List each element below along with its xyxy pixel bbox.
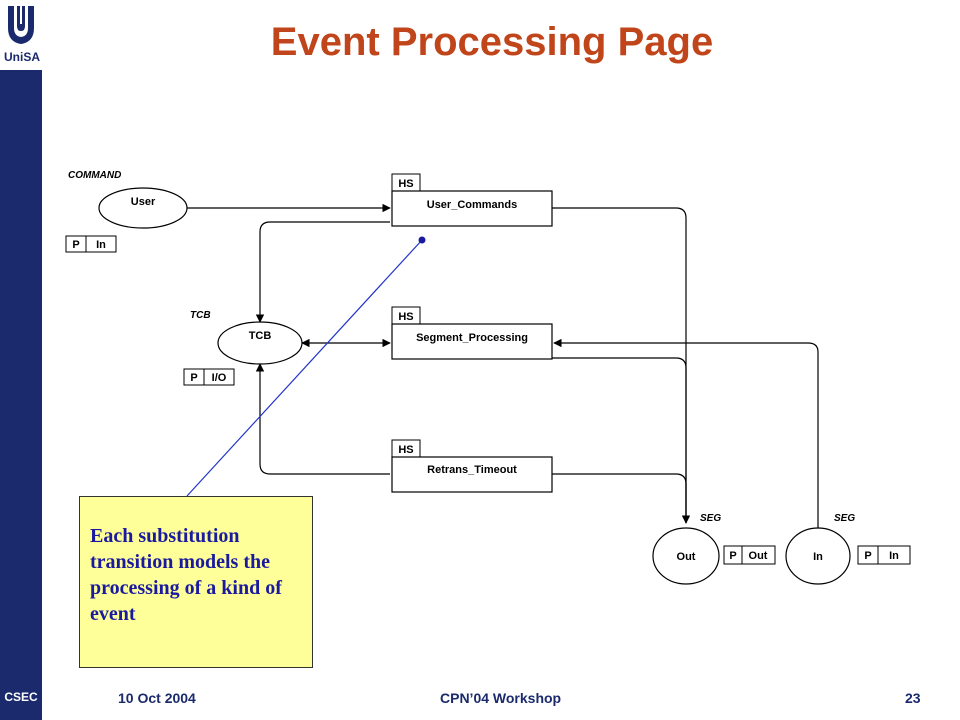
place-tcb-name: TCB [249, 330, 272, 342]
place-in-port-type: In [889, 550, 899, 562]
arcs [186, 203, 819, 530]
transition-retrans-timeout-name: Retrans_Timeout [427, 464, 517, 476]
page-title: Event Processing Page [270, 20, 714, 64]
place-out: SEG Out P Out [652, 513, 776, 585]
transition-user-commands-tag: HS [398, 178, 413, 190]
footer-date: 10 Oct 2004 [118, 690, 196, 706]
place-in-name: In [813, 551, 823, 563]
place-tcb-colour-set: TCB [190, 310, 211, 321]
place-in-colour-set: SEG [834, 513, 855, 524]
transition-segment-processing-tag: HS [398, 311, 413, 323]
arc-tcb-to-retrans-timeout [552, 207, 691, 524]
callout-box: Each substitution transition models the … [79, 496, 313, 668]
place-out-port-kind: P [729, 550, 736, 562]
logo-text: UniSA [4, 50, 40, 64]
place-out-colour-set: SEG [700, 513, 721, 524]
place-tcb-port-type: I/O [212, 372, 227, 384]
place-user-port-type: In [96, 239, 106, 251]
place-in-port-kind: P [864, 550, 871, 562]
place-out-name: Out [677, 551, 696, 563]
place-user-name: User [131, 196, 156, 208]
callout-text: Each substitution transition models the … [90, 525, 282, 625]
place-tcb: TCB TCB P I/O [183, 310, 303, 386]
university-logo: UniSA [0, 0, 42, 70]
transition-retrans-timeout: HS Retrans_Timeout [391, 439, 553, 493]
callout-pointer-line [186, 239, 423, 497]
transition-segment-processing-name: Segment_Processing [416, 332, 528, 344]
arc-retrans-timeout-to-out [552, 473, 687, 523]
place-in: SEG In P In [785, 513, 911, 585]
place-out-port-type: Out [749, 550, 768, 562]
transition-user-commands-name: User_Commands [427, 199, 517, 211]
sidebar-bar [0, 0, 42, 720]
transition-retrans-timeout-tag: HS [398, 444, 413, 456]
arc-segment-processing-to-out [552, 357, 687, 523]
unisa-shield-icon [8, 6, 34, 44]
place-user: COMMAND User P In [65, 170, 188, 253]
arc-in-to-segment-processing [553, 338, 819, 530]
arc-retrans-timeout-to-tcb [255, 363, 390, 475]
footer-org: CSEC [4, 690, 38, 704]
place-user-colour-set: COMMAND [68, 170, 121, 181]
transition-user-commands: HS User_Commands [391, 173, 553, 227]
footer-page-number: 23 [905, 690, 921, 706]
place-user-port-kind: P [72, 239, 79, 251]
place-tcb-port-kind: P [190, 372, 197, 384]
arc-user-commands-to-tcb [255, 221, 390, 323]
footer-event: CPN’04 Workshop [440, 690, 562, 706]
callout-pointer-dot [418, 236, 426, 244]
transition-segment-processing: HS Segment_Processing [391, 306, 553, 360]
